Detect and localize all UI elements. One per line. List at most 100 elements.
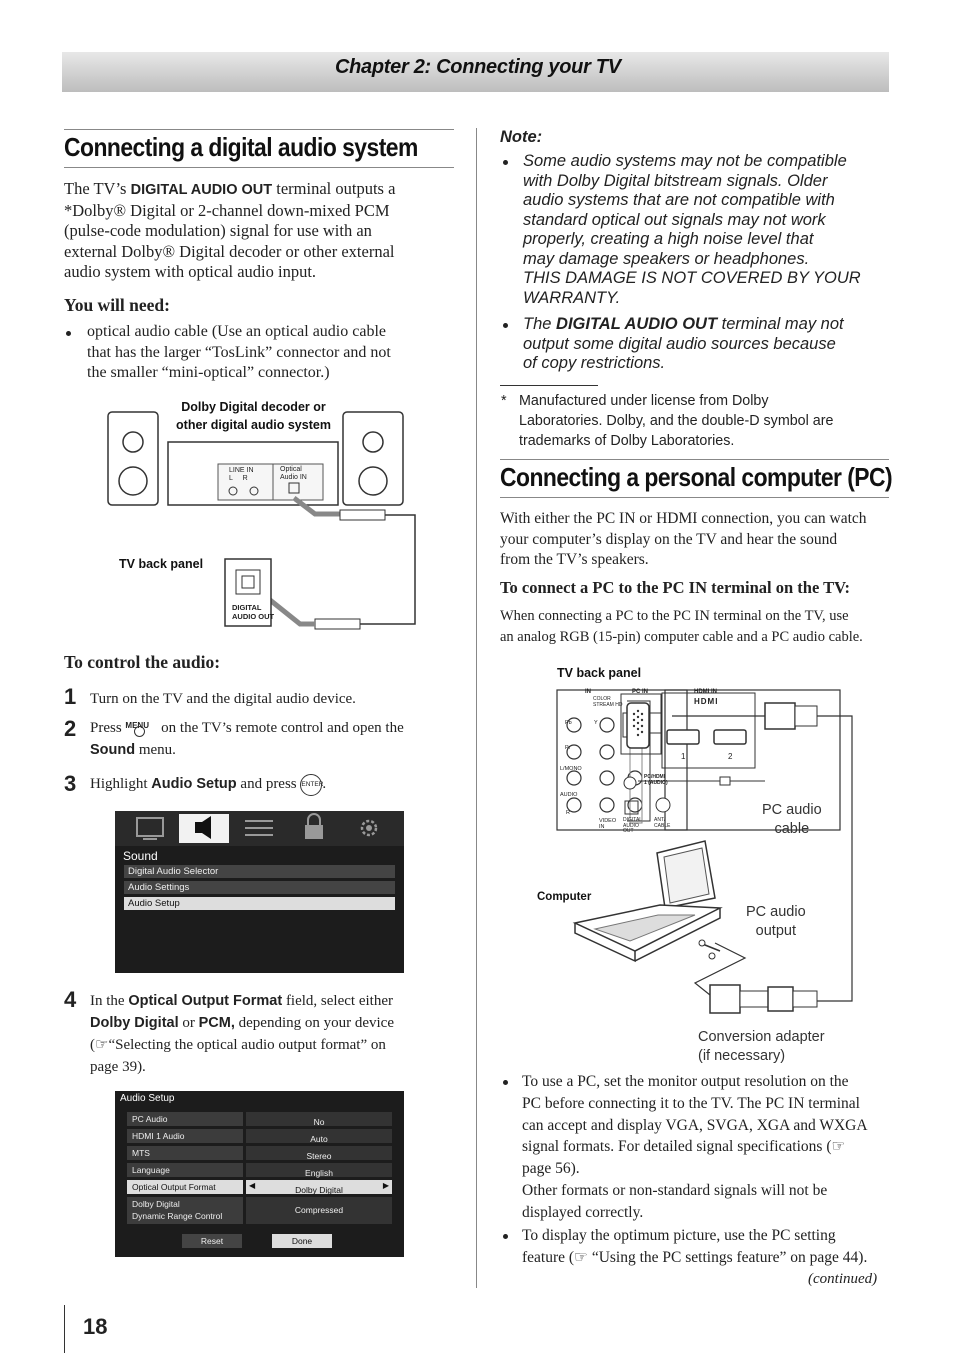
row-label-pc-audio: PC Audio [127, 1112, 243, 1126]
row-label-drc: Dolby Digital Dynamic Range Control [127, 1197, 243, 1224]
menu-item-audio-settings[interactable]: Audio Settings [124, 881, 395, 894]
gear-icon [360, 819, 378, 837]
page-number: 18 [83, 1314, 108, 1339]
diagram-in-label: IN [585, 689, 591, 695]
step-1-text: Turn on the TV and the digital audio dev… [90, 691, 356, 707]
hdmi1-port [666, 729, 700, 745]
step-2-text: Press MENU on the TV’s remote control an… [90, 720, 404, 758]
pb-label: Pb [565, 720, 572, 726]
row-label-optical-output-format: Optical Output Format [127, 1180, 243, 1194]
left-arrow-icon[interactable]: ◀ [249, 1181, 256, 1190]
note-1: Some audio systems may not be compatible… [523, 152, 861, 307]
bullet-dot [503, 160, 508, 165]
note-heading: Note: [500, 128, 543, 146]
bullet-dot [66, 331, 71, 336]
control-audio-heading: To control the audio: [64, 652, 221, 672]
enter-button-icon: ENTER [300, 773, 323, 796]
title-rule-bottom [64, 167, 454, 168]
pc-in-label: PC IN [632, 689, 649, 695]
menu-item-audio-setup[interactable]: Audio Setup [124, 897, 395, 910]
step-4-text: In the Optical Output Format field, sele… [90, 993, 394, 1075]
speaker-icon [195, 816, 211, 839]
note-2: The DIGITAL AUDIO OUT terminal may not o… [523, 315, 844, 372]
menu-item-digital-audio-selector[interactable]: Digital Audio Selector [124, 865, 395, 878]
pc-in-heading: To connect a PC to the PC IN terminal on… [500, 578, 851, 597]
step-number-2: 2 [64, 716, 77, 741]
pc-connection-diagram [556, 689, 853, 1014]
vga-plug [764, 702, 796, 730]
left-speaker [107, 411, 159, 506]
pc-bullet-1: To use a PC, set the monitor output reso… [522, 1073, 868, 1221]
audio-label: AUDIO [560, 792, 578, 798]
pc-hdmi1-audio-label: PC/HDMI 1 (AUDIO) [644, 774, 668, 786]
digital-audio-out-label: DIGITAL AUDIO OUT [232, 603, 275, 621]
lock-icon [305, 825, 323, 839]
conversion-adapter-label: Conversion adapter(if necessary) [698, 1029, 825, 1064]
row-value-drc[interactable]: Compressed [246, 1197, 392, 1224]
hdmi2-port [713, 729, 747, 745]
hdmi-port-2-number: 2 [728, 752, 733, 761]
pr-label: Pr [565, 745, 571, 751]
optical-in-label: Optical Audio IN [280, 466, 307, 481]
right-arrow-icon[interactable]: ▶ [382, 1181, 389, 1190]
tv-back-panel-label: TV back panel [119, 557, 204, 571]
digital-audio-out-label-2: DIGITAL AUDIO OUT [623, 817, 642, 834]
right-speaker [342, 411, 404, 506]
column-divider [476, 128, 477, 1288]
hdmi-in-label: HDMI IN [694, 689, 717, 695]
row-value-hdmi1-audio[interactable]: Auto [246, 1129, 392, 1144]
step-3-text: Highlight Audio Setup and press ENTER. [90, 773, 326, 796]
tv-back-panel-label-2: TV back panel [557, 666, 642, 680]
color-stream-label: COLOR STREAM HD [593, 696, 623, 708]
step-number-3: 3 [64, 771, 77, 796]
hdmi-port-1-number: 1 [681, 752, 686, 761]
row-label-mts: MTS [127, 1146, 243, 1160]
optical-connection-diagram [107, 411, 416, 630]
footnote-rule [500, 385, 598, 386]
need-item: optical audio cable (Use an optical audi… [87, 323, 391, 381]
line-in-label: LINE IN L R [229, 467, 254, 482]
title-rule-top [64, 129, 454, 130]
hdmi-logo: HDMI [694, 697, 719, 706]
continued-label: (continued) [808, 1271, 878, 1287]
chapter-title: Chapter 2: Connecting your TV [335, 56, 621, 78]
intro-paragraph: The TV’s DIGITAL AUDIO OUT terminal outp… [64, 179, 396, 282]
menu-button-icon: MENU [125, 721, 157, 737]
step-number-4: 4 [64, 987, 77, 1012]
page-number-rule [64, 1305, 65, 1353]
audio-setup-title: Audio Setup [120, 1093, 175, 1104]
conversion-adapter [709, 984, 741, 1014]
reset-button[interactable]: Reset [182, 1234, 242, 1248]
done-button[interactable]: Done [272, 1234, 332, 1248]
title-rule-top [500, 459, 889, 460]
menu-icons [136, 813, 378, 840]
decoder-label: Dolby Digital decoder or other digital a… [176, 400, 331, 432]
pc-bullet-2: To display the optimum picture, use the … [522, 1227, 868, 1266]
row-value-mts[interactable]: Stereo [246, 1146, 392, 1161]
row-label-language: Language [127, 1163, 243, 1177]
pc-intro: With either the PC IN or HDMI connection… [500, 510, 867, 569]
row-value-language[interactable]: English [246, 1163, 392, 1178]
row-value-pc-audio[interactable]: No [246, 1112, 392, 1127]
title-rule-bottom [500, 497, 889, 498]
footnote-mark: * [501, 393, 507, 409]
row-value-optical-output-format[interactable]: ◀ Dolby Digital ▶ [246, 1180, 392, 1195]
pc-in-vga-port [626, 702, 650, 749]
bullet-dot [503, 1080, 508, 1085]
chapter-header-bar [62, 52, 889, 92]
sliders-icon [245, 820, 273, 836]
bullet-dot [503, 323, 508, 328]
sound-menu-title: Sound [123, 849, 158, 863]
row-label-hdmi1-audio: HDMI 1 Audio [127, 1129, 243, 1143]
section-title-pc: Connecting a personal computer (PC) [500, 462, 893, 492]
l-mono-label: L/MONO [560, 766, 582, 772]
picture-icon [136, 817, 164, 837]
pc-in-text: When connecting a PC to the PC IN termin… [500, 608, 863, 645]
step-number-1: 1 [64, 684, 77, 709]
audio-setup-screenshot: Audio Setup PC Audio No HDMI 1 Audio Aut… [115, 1091, 404, 1257]
r-label: R [566, 810, 570, 816]
